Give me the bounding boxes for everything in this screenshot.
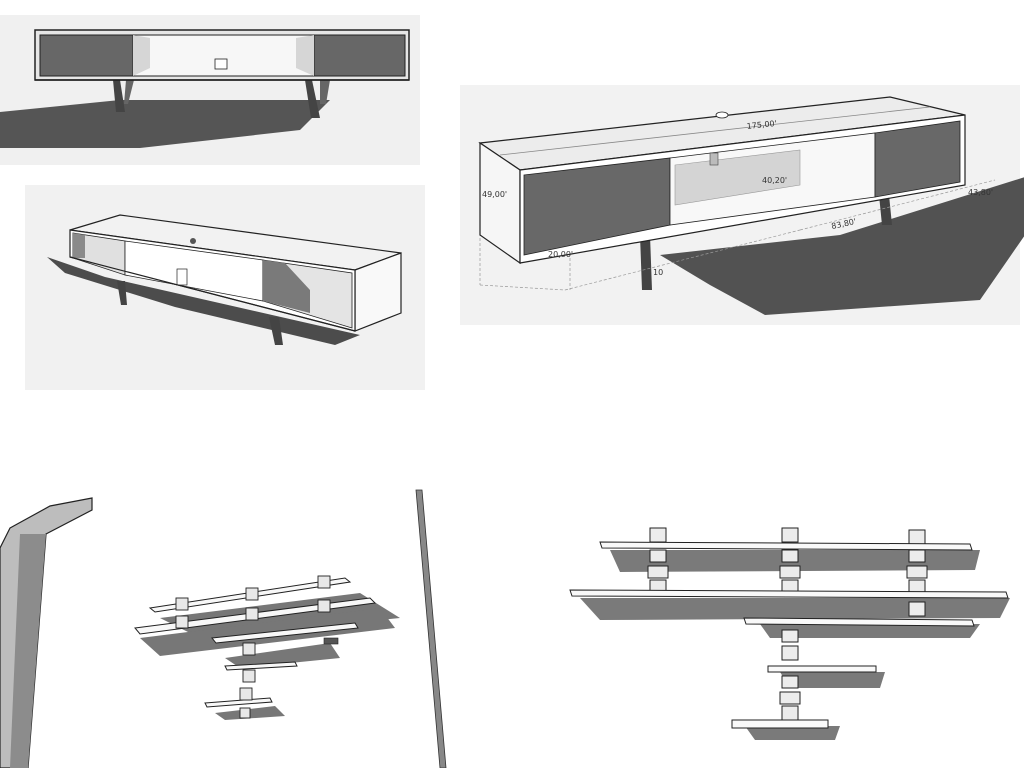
leg bbox=[305, 80, 320, 118]
tv-console-angled-view bbox=[25, 185, 425, 390]
cable-slot bbox=[709, 152, 719, 166]
connector-block bbox=[649, 527, 667, 543]
leg bbox=[117, 281, 127, 305]
connector-block bbox=[239, 707, 251, 719]
cable-hole bbox=[214, 58, 228, 70]
connector-block bbox=[781, 645, 799, 661]
connector-block bbox=[245, 607, 259, 621]
shelf-board bbox=[731, 719, 829, 729]
leg bbox=[640, 235, 652, 290]
leg-label-fragment: 10 bbox=[653, 268, 663, 277]
connector-block bbox=[649, 549, 667, 563]
leg bbox=[269, 317, 283, 345]
connector-block bbox=[908, 579, 926, 593]
shelf-board bbox=[599, 541, 973, 551]
connector-block bbox=[781, 549, 799, 563]
open-compartment bbox=[132, 34, 315, 77]
right-door bbox=[313, 34, 406, 77]
connector-block bbox=[781, 527, 799, 543]
shelf-board bbox=[224, 661, 298, 671]
tv-console-dimensioned-view: 175,00' 49,00' 40,20' 43,80' 83,80' 20,0… bbox=[460, 85, 1024, 325]
tv-console-front-view bbox=[0, 0, 430, 170]
height-dimension-label: 49,00' bbox=[482, 190, 507, 199]
connector-block bbox=[779, 691, 801, 705]
connector-block bbox=[317, 575, 331, 589]
shelf-board bbox=[204, 697, 273, 708]
right-door bbox=[874, 120, 961, 198]
connector-block bbox=[175, 597, 189, 611]
connector-block bbox=[781, 675, 799, 689]
ground-shadow bbox=[660, 177, 1024, 315]
length-dimension-label: 175,00' bbox=[746, 119, 777, 131]
connector-block bbox=[781, 629, 799, 643]
wall-shelf-front-view bbox=[560, 520, 1024, 768]
connector-block bbox=[245, 587, 259, 601]
connector-block bbox=[239, 687, 253, 701]
connector-block bbox=[647, 565, 669, 579]
leg bbox=[320, 80, 330, 104]
cable-hole bbox=[715, 111, 729, 119]
connector-block bbox=[908, 601, 926, 617]
shelf-board bbox=[211, 622, 359, 644]
left-door bbox=[39, 34, 134, 77]
connector-block bbox=[908, 529, 926, 545]
connector-block bbox=[175, 615, 189, 629]
shelf-board bbox=[743, 617, 975, 627]
leg bbox=[124, 80, 134, 104]
shelf-board bbox=[767, 665, 877, 673]
connector-block bbox=[242, 669, 256, 683]
depth-dimension-label: 43,80' bbox=[968, 188, 993, 197]
connector-block bbox=[317, 599, 331, 613]
ground-shadow bbox=[47, 257, 360, 345]
connector-block bbox=[779, 565, 801, 579]
cable-slot bbox=[176, 268, 188, 286]
wall-edge bbox=[415, 489, 447, 768]
leg bbox=[113, 80, 125, 112]
connector-block bbox=[908, 549, 926, 563]
connector-block bbox=[781, 579, 799, 593]
connector-block bbox=[906, 565, 928, 579]
inner-width-dimension-label: 40,20' bbox=[762, 176, 787, 185]
leg-height-dimension-label: 20,00' bbox=[548, 250, 573, 259]
connector-block bbox=[781, 705, 799, 721]
connector-block bbox=[242, 642, 256, 656]
wall-shelf-angled-view bbox=[0, 488, 450, 768]
cable-hole bbox=[190, 238, 196, 244]
ground-shadow bbox=[0, 100, 330, 148]
shelf-board bbox=[569, 589, 1009, 599]
